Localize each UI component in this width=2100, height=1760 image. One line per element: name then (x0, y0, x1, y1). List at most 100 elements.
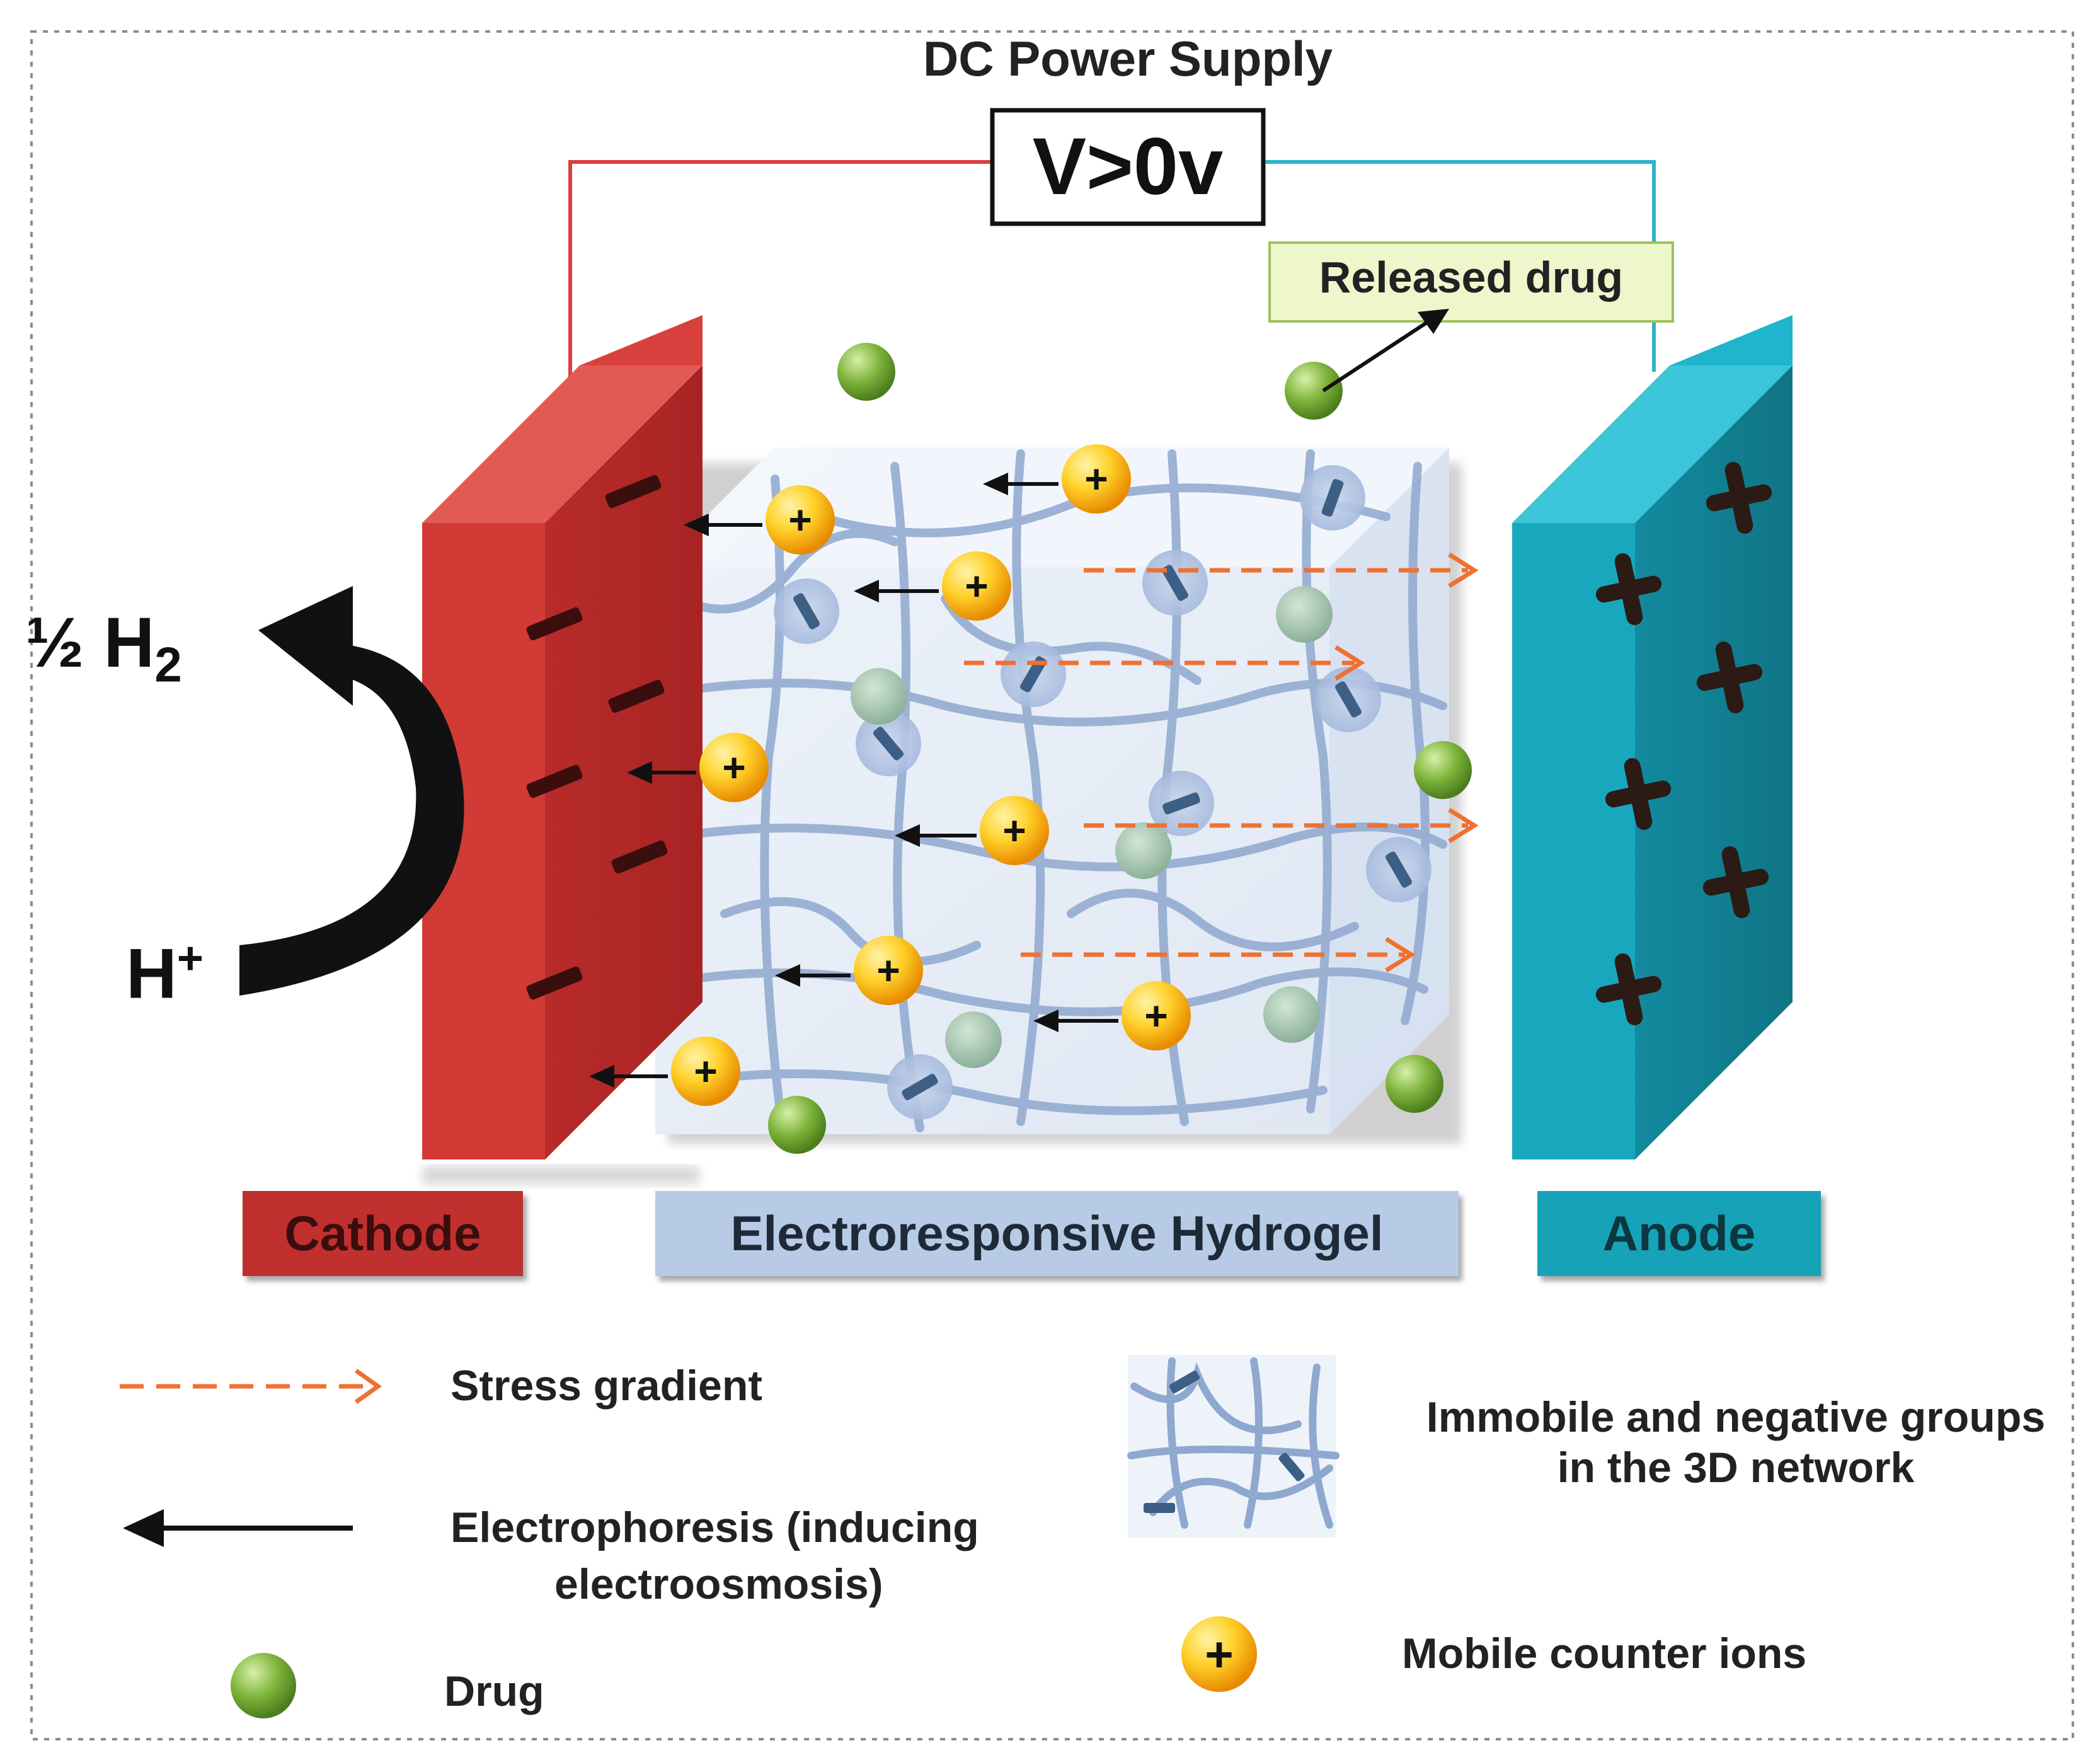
anode-plus-sign (1696, 641, 1763, 714)
polymer-strand (676, 1069, 1328, 1115)
cathode-label: Cathode (243, 1191, 523, 1276)
polymer-strand (1012, 449, 1045, 1126)
entrapped-drug (851, 668, 907, 725)
free-drug (837, 343, 895, 401)
polymer-strand (890, 462, 924, 1132)
electrophoresis-arrowhead (684, 514, 709, 536)
mobile-counter-ion (1062, 444, 1131, 514)
negative-group-mark (1321, 479, 1344, 517)
legend-drug-icon (231, 1653, 296, 1718)
mobile-ion-symbol: + (1144, 993, 1168, 1038)
cathode-minus-sign (526, 966, 583, 1000)
mobile-counter-ion (1122, 981, 1191, 1050)
entrapped-drugs (851, 586, 1333, 1068)
anode-plus-sign (1595, 953, 1662, 1026)
electrophoresis-arrowhead (854, 580, 879, 602)
polymer-strand (941, 594, 1202, 685)
legend-mobile-ions-text: Mobile counter ions (1402, 1630, 1807, 1677)
legend-mobile-ion-icon (1181, 1616, 1257, 1692)
legend-network-icon (1127, 1355, 1340, 1538)
stress-gradient-arrowhead (1385, 937, 1416, 972)
electrophoresis-arrowhead (983, 473, 1008, 495)
anode-plus-sign (1605, 757, 1672, 831)
anode-label: Anode (1537, 1191, 1821, 1276)
negative-group-mark (873, 727, 904, 761)
free-drug (1285, 362, 1343, 420)
electrophoresis-arrowhead (1033, 1009, 1059, 1032)
diagram-frame (30, 30, 2074, 1740)
power-supply-title: DC Power Supply (922, 31, 1333, 86)
entrapped-drug (945, 1011, 1002, 1068)
legend-graphics: + (120, 1355, 1340, 1718)
negative-group-mark (902, 1074, 938, 1100)
free-drug (1414, 741, 1472, 799)
free-drug (1386, 1055, 1443, 1113)
h-plus-label: H+ (126, 933, 204, 1014)
voltage-box (990, 108, 1266, 226)
mobile-counter-ion (854, 936, 923, 1005)
cathode-minus-sign (611, 840, 668, 874)
legend-electrophoresis-line1: Electrophoresis (inducing (450, 1504, 979, 1551)
anode-plus-sign (1702, 846, 1769, 919)
cathode-negative-signs (526, 475, 668, 1000)
cathode-minus-sign (526, 764, 583, 798)
stress-gradient-arrowhead (1448, 553, 1479, 588)
anode-plus-sign (1706, 461, 1772, 534)
polymer-strand (720, 897, 981, 966)
negative-group-mark (1020, 656, 1047, 693)
anode-positive-signs (1595, 461, 1772, 1026)
negative-group-mark (1335, 681, 1362, 718)
mobile-ion-symbol: + (694, 1049, 717, 1094)
electrophoresis-arrowhead (589, 1065, 614, 1088)
free-drug (768, 1096, 826, 1154)
cathode-wire (568, 160, 992, 394)
mobile-counter-ion (766, 485, 835, 555)
entrapped-drug (1276, 586, 1333, 643)
released-drug-pointer-head (1418, 309, 1449, 334)
released-drug-label: Released drug (1319, 253, 1624, 302)
legend-immobile-line1: Immobile and negative groups (1426, 1393, 2046, 1441)
mobile-ion-symbol: + (876, 948, 900, 993)
entrapped-drug (1115, 822, 1172, 879)
half-h2-subscript: 2 (154, 636, 182, 693)
h-plus-text: H (126, 934, 177, 1013)
half-h2-text: ½ H (25, 603, 155, 682)
cathode-minus-sign (526, 607, 583, 641)
reaction-arrow (239, 586, 464, 996)
mobile-counter-ion (699, 733, 769, 802)
negative-group-mark (793, 593, 820, 630)
stress-gradient-arrows (964, 553, 1479, 972)
legend-stress-arrowhead (354, 1369, 382, 1404)
cathode-minus-sign (608, 679, 665, 713)
electrophoresis-arrowhead (627, 761, 652, 784)
electrophoresis-arrowhead (775, 964, 800, 987)
free-drugs (768, 343, 1472, 1154)
stress-gradient-arrowhead (1448, 808, 1479, 843)
mobile-ion-symbol: + (1002, 808, 1026, 853)
anode-plus-sign (1595, 553, 1662, 626)
legend-electrophoresis-arrowhead (123, 1509, 164, 1547)
mobile-ion-symbol: + (788, 497, 812, 543)
h-plus-superscript: + (176, 933, 204, 984)
mobile-counter-ion (980, 796, 1049, 865)
stress-gradient-arrowhead (1334, 645, 1365, 681)
mobile-ion-symbol: + (722, 745, 745, 790)
polymer-strand (815, 483, 1391, 538)
mobile-counter-ion (671, 1037, 740, 1106)
cathode-minus-sign (605, 475, 662, 509)
mobile-ion-symbol: + (1084, 456, 1108, 502)
legend-drug-text: Drug (444, 1667, 544, 1715)
hydrogel-block (655, 447, 1462, 1144)
anode-plate (1512, 315, 1793, 1159)
legend-immobile-line2: in the 3D network (1557, 1444, 1915, 1492)
polymer-strand (1302, 449, 1332, 1113)
half-h2-label: ½ H2 (25, 602, 182, 693)
mobile-counter-ion (942, 551, 1011, 621)
polymer-strand (1067, 889, 1359, 952)
immobile-negative-groups (774, 465, 1432, 1120)
released-drug-pointer (1322, 316, 1435, 393)
negative-group-mark (1162, 565, 1188, 601)
voltage-label: V>0v (1032, 122, 1224, 212)
